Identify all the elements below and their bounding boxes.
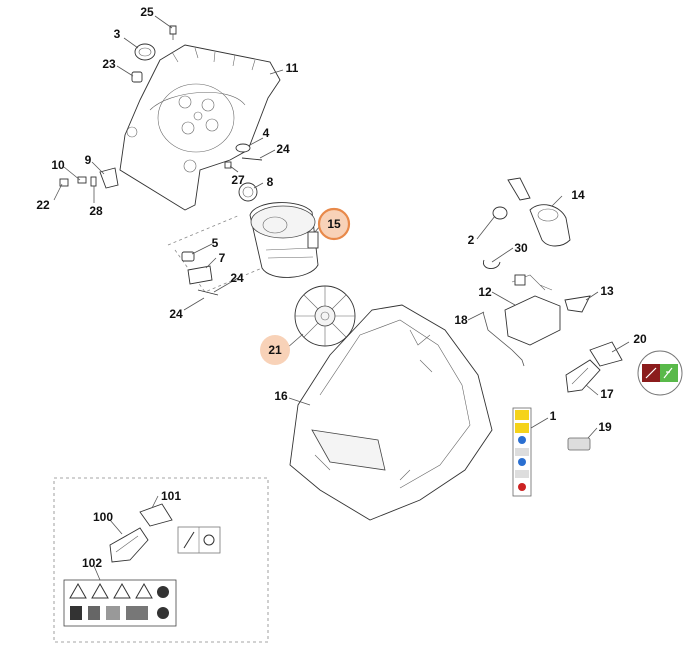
inset-sticker-detail [177,526,221,554]
callout-102[interactable]: 102 [82,556,102,570]
part-30-circlip [483,259,501,269]
callout-5[interactable]: 5 [212,236,219,250]
leader-lines [53,15,630,581]
callout-7[interactable]: 7 [219,251,226,265]
callout-labels: 25 3 23 11 4 24 27 8 9 10 22 28 5 7 24 2… [36,5,647,570]
part-27-screw [224,161,232,169]
callout-14[interactable]: 14 [571,188,585,202]
callout-9[interactable]: 9 [85,153,92,167]
callout-23[interactable]: 23 [102,57,116,71]
part-21-fan [294,285,356,347]
callout-highlight-15[interactable]: 15 [317,207,351,241]
part-9-bracket [99,167,119,189]
callout-8[interactable]: 8 [267,175,274,189]
part-20-sticker [589,341,623,367]
part-10-screw [77,176,87,184]
part-2-grommet [492,206,508,220]
part-25-screw [169,25,177,40]
callout-11[interactable]: 11 [286,61,299,75]
callout-3[interactable]: 3 [114,27,121,41]
part-28-clip [90,176,97,187]
callout-25[interactable]: 25 [140,5,154,19]
callout-24-mid[interactable]: 24 [230,271,244,285]
part-17-deflector [565,359,601,393]
callout-20[interactable]: 20 [633,332,647,346]
assembly-guide-dash [167,214,263,293]
part-4-bushing [235,143,251,153]
callout-19[interactable]: 19 [598,420,612,434]
callout-13[interactable]: 13 [600,284,614,298]
callout-100[interactable]: 100 [93,510,113,524]
part-22-nut [59,178,69,187]
part-24-bolt-bottom [197,289,219,296]
callout-22[interactable]: 22 [36,198,50,212]
callout-16[interactable]: 16 [274,389,288,403]
callout-10[interactable]: 10 [51,158,65,172]
callout-18[interactable]: 18 [454,313,468,327]
part-12-switch-box [504,274,561,346]
callout-27[interactable]: 27 [231,173,245,187]
part-100-deflector [109,527,149,563]
part-24-bolt-top [241,157,263,161]
part-18-rod [482,311,525,367]
callout-101[interactable]: 101 [161,489,181,503]
callout-24-top[interactable]: 24 [276,142,290,156]
callout-highlight-21[interactable]: 21 [260,335,290,365]
sticker-detail-circle [637,350,683,396]
part-13-cover [564,295,591,313]
callout-4[interactable]: 4 [263,126,270,140]
callout-2[interactable]: 2 [468,233,475,247]
callout-15-label: 15 [327,217,341,231]
callout-12[interactable]: 12 [478,285,492,299]
part-101-sticker [139,503,173,527]
part-1-warning-label [512,407,532,497]
part-16-shroud [289,304,493,521]
part-14-component [507,177,571,247]
callout-24-bottom[interactable]: 24 [169,307,183,321]
part-102-warning-label [63,579,177,627]
inset-box [53,477,269,643]
callout-28[interactable]: 28 [89,204,103,218]
callout-21-label: 21 [268,343,282,357]
part-7-bracket [187,265,213,285]
part-11-housing-plate [119,44,281,211]
part-8-bushing [238,182,258,202]
part-19-badge [567,437,591,451]
part-3-cap [134,43,156,61]
part-23-knob [131,71,143,83]
part-15-motor [249,202,319,278]
part-5-spacer [181,251,195,262]
callout-30[interactable]: 30 [514,241,528,255]
callout-1[interactable]: 1 [550,409,557,423]
callout-17[interactable]: 17 [600,387,614,401]
